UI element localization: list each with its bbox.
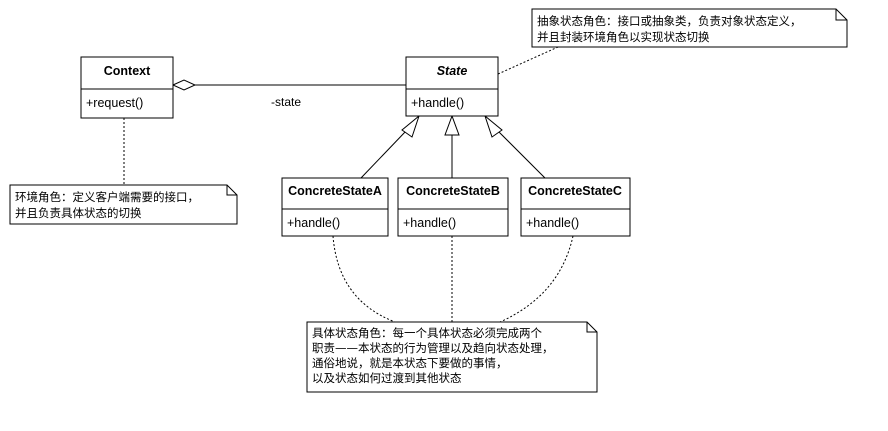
note-anchor-abstract-state [497,46,559,75]
aggregation-diamond [171,79,197,91]
class-concrete-state-b[interactable]: ConcreteStateB +handle() [397,177,509,237]
note-context-line-2: 并且负责具体状态的切换 [15,206,142,220]
class-concrete-state-b-name: ConcreteStateB [406,184,500,198]
note-concrete-state-line-1: 具体状态角色：每一个具体状态必须完成两个 [312,326,542,340]
class-concrete-state-a-name: ConcreteStateA [288,184,382,198]
note-concrete-state[interactable]: 具体状态角色：每一个具体状态必须完成两个 职责——本状态的行为管理以及趋向状态处… [306,321,598,393]
class-concrete-state-c-name: ConcreteStateC [528,184,622,198]
class-context-operation: +request() [86,96,143,110]
note-context-line-1: 环境角色：定义客户端需要的接口， [15,190,199,204]
class-concrete-state-a[interactable]: ConcreteStateA +handle() [281,177,389,237]
class-state[interactable]: State +handle() [405,56,499,117]
note-anchors [123,46,574,323]
note-abstract-state-line-1: 抽象状态角色：接口或抽象类，负责对象状态定义， [537,14,802,28]
generalization-line-a [360,130,407,179]
class-context[interactable]: Context +request() [80,56,174,119]
note-concrete-state-line-3: 通俗地说，就是本状态下要做的事情， [312,356,508,370]
note-abstract-state-line-2: 并且封装环境角色以实现状态切换 [537,30,710,44]
generalization-line-c [497,130,546,179]
generalization-arrow-c [483,114,503,138]
note-anchor-concrete-a [332,235,396,323]
note-abstract-state[interactable]: 抽象状态角色：接口或抽象类，负责对象状态定义， 并且封装环境角色以实现状态切换 [531,8,848,48]
note-context[interactable]: 环境角色：定义客户端需要的接口， 并且负责具体状态的切换 [9,184,238,225]
note-anchor-concrete-c [499,235,574,323]
generalization-arrow-a [401,114,421,138]
class-state-operation: +handle() [411,96,464,110]
class-concrete-state-a-operation: +handle() [287,216,340,230]
connectors [195,84,546,179]
generalization-arrow-b [444,114,460,136]
class-concrete-state-b-operation: +handle() [403,216,456,230]
class-concrete-state-c[interactable]: ConcreteStateC +handle() [520,177,631,237]
association-role-label: -state [271,95,301,109]
note-concrete-state-line-4: 以及状态如何过渡到其他状态 [312,371,462,385]
class-state-name: State [437,64,468,78]
class-concrete-state-c-operation: +handle() [526,216,579,230]
class-context-name: Context [104,64,151,78]
note-concrete-state-line-2: 职责——本状态的行为管理以及趋向状态处理， [312,341,554,355]
